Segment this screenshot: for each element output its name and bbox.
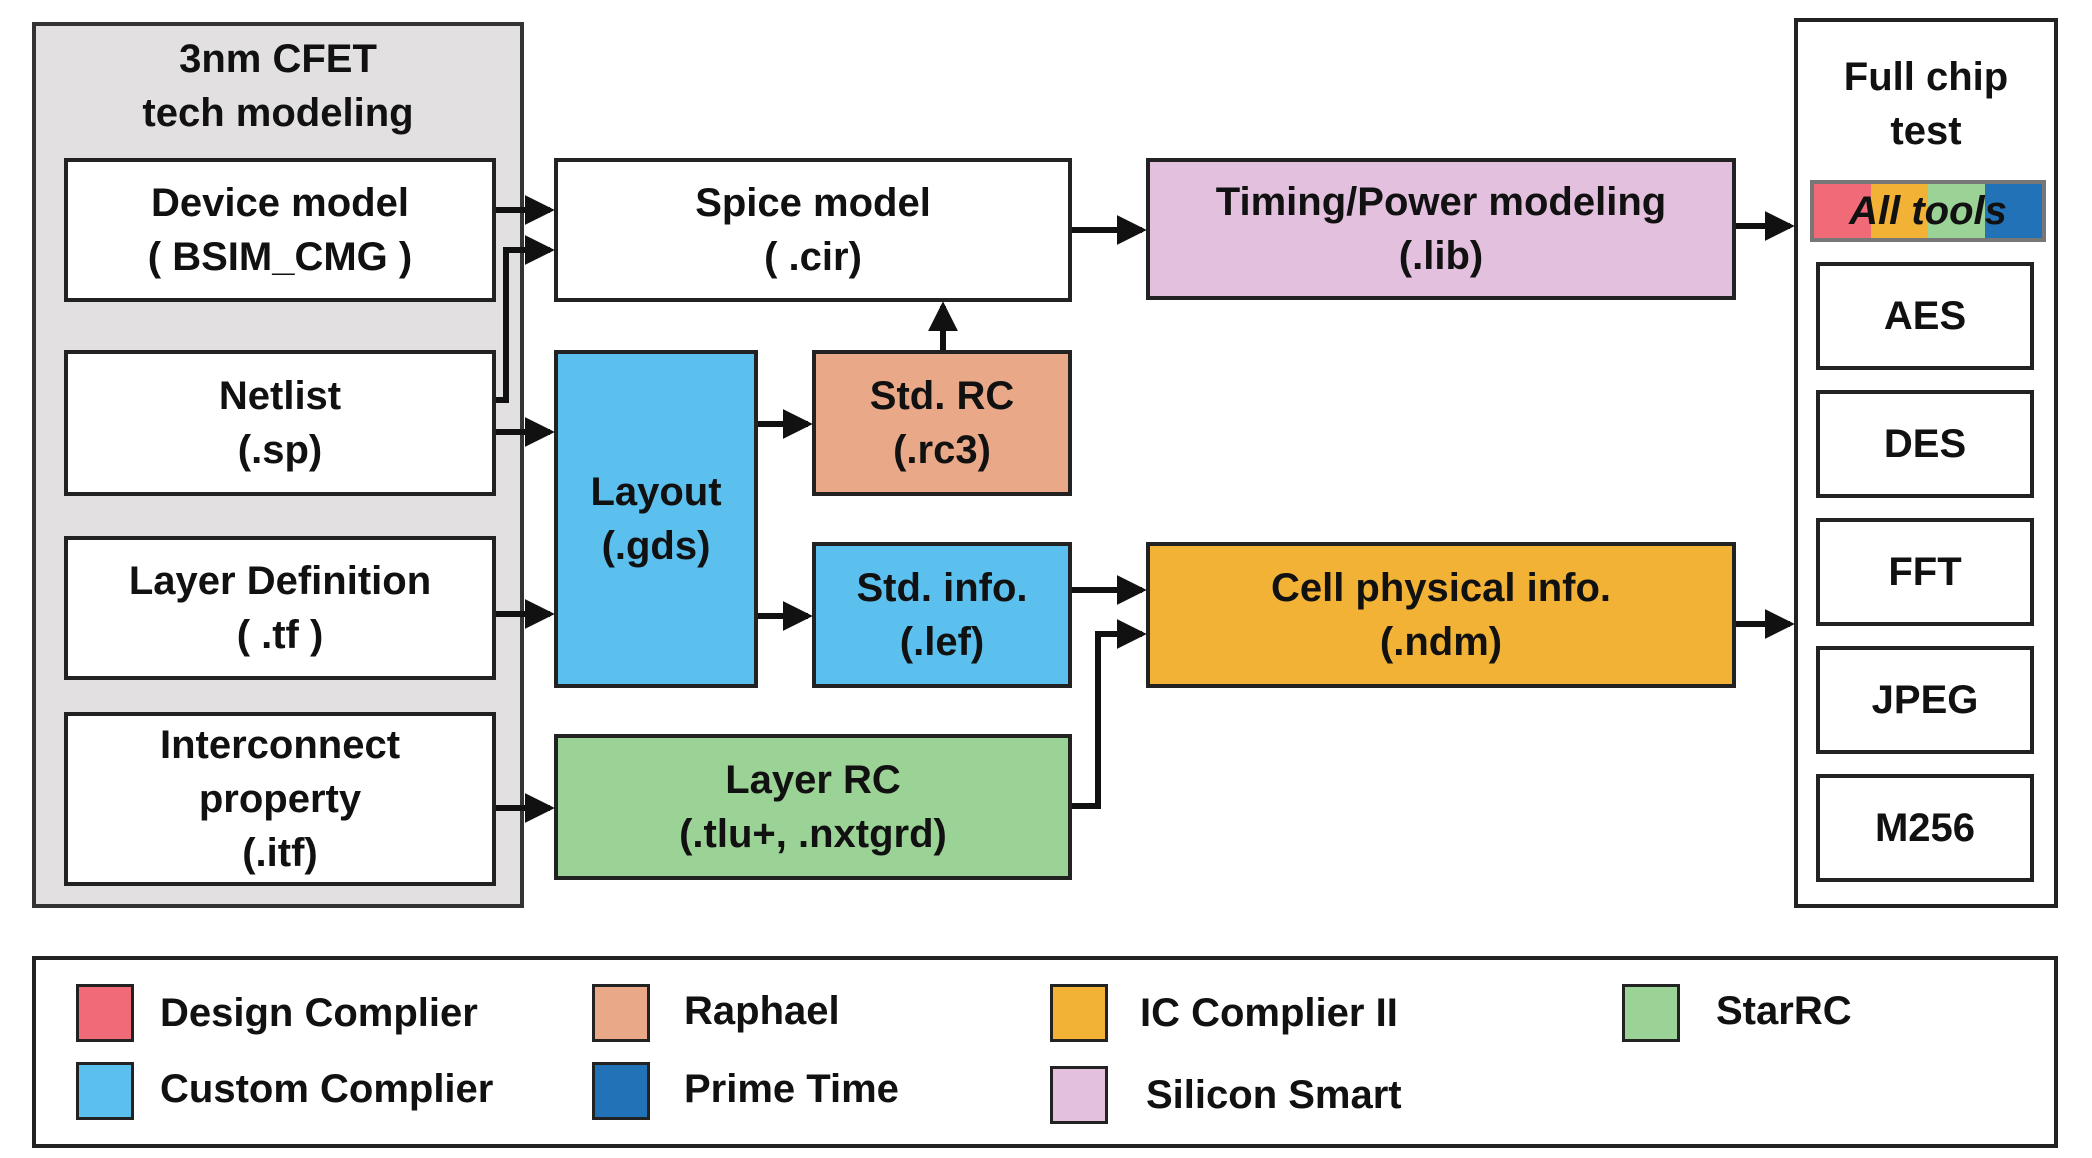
layer-definition-label: Layer Definition [128,559,432,603]
tech-modeling-title-line2: tech modeling [142,91,414,135]
legend-swatch-ic-compiler [1050,984,1108,1042]
spice-model-box: Spice model ( .cir) [554,158,1072,302]
device-model-label: Device model [151,181,409,225]
all-tools-color-2 [1871,184,1928,238]
legend-panel [32,956,2058,1148]
legend-swatch-raphael [592,984,650,1042]
interconnect-label-line2: property [198,777,362,821]
interconnect-format: (.itf) [242,831,318,875]
all-tools-color-1 [1814,184,1871,238]
legend-swatch-custom-compiler [76,1062,134,1120]
all-tools-color-3 [1928,184,1985,238]
layer-definition-format: ( .tf ) [236,613,324,657]
netlist-format: (.sp) [237,428,323,472]
legend-label-custom-compiler: Custom Complier [160,1067,494,1111]
legend-swatch-prime-time [592,1062,650,1120]
layer-rc-format: (.tlu+, .nxtgrd) [679,812,947,856]
layer-rc-box: Layer RC (.tlu+, .nxtgrd) [554,734,1072,880]
benchmark-aes: AES [1816,262,2034,370]
legend-label-prime-time: Prime Time [684,1067,899,1111]
device-model-format: ( BSIM_CMG ) [147,235,413,279]
std-info-box: Std. info. (.lef) [812,542,1072,688]
interconnect-label-line1: Interconnect [159,723,401,767]
cell-physical-format: (.ndm) [1379,620,1503,664]
legend-label-ic-compiler: IC Complier II [1140,991,1398,1035]
benchmark-des: DES [1816,390,2034,498]
tech-modeling-title: 3nm CFET tech modeling [32,32,524,140]
full-chip-title-line1: Full chip [1843,55,2009,99]
arrow-netlist-to-spice [496,235,555,403]
benchmark-jpeg-label: JPEG [1871,678,1979,722]
all-tools-color-4 [1985,184,2042,238]
timing-power-label: Timing/Power modeling [1215,180,1667,224]
legend-swatch-design-compiler [76,984,134,1042]
legend-label-design-compiler: Design Complier [160,991,478,1035]
full-chip-title-line2: test [1890,109,1962,153]
tech-modeling-title-line1: 3nm CFET [179,37,377,81]
all-tools-label: All tools [1849,189,2007,233]
benchmark-aes-label: AES [1883,294,1967,338]
legend-swatch-starrc [1622,984,1680,1042]
all-tools-swatch [1810,180,2046,242]
legend-label-silicon-smart: Silicon Smart [1146,1073,1402,1117]
device-model-box: Device model ( BSIM_CMG ) [64,158,496,302]
std-rc-format: (.rc3) [893,428,991,472]
benchmark-des-label: DES [1883,422,1967,466]
legend-label-starrc: StarRC [1716,989,1852,1033]
benchmark-m256: M256 [1816,774,2034,882]
benchmark-fft: FFT [1816,518,2034,626]
netlist-label: Netlist [218,374,342,418]
benchmark-fft-label: FFT [1888,550,1962,594]
benchmark-jpeg: JPEG [1816,646,2034,754]
arrow-layerrc-to-cell [1072,619,1147,809]
layer-definition-box: Layer Definition ( .tf ) [64,536,496,680]
cell-physical-box: Cell physical info. (.ndm) [1146,542,1736,688]
std-rc-label: Std. RC [869,374,1015,418]
benchmark-m256-label: M256 [1874,806,1976,850]
std-info-format: (.lef) [899,620,985,664]
std-info-label: Std. info. [856,566,1028,610]
timing-power-box: Timing/Power modeling (.lib) [1146,158,1736,300]
spice-model-label: Spice model [695,181,931,225]
spice-model-format: ( .cir) [764,235,862,279]
std-rc-box: Std. RC (.rc3) [812,350,1072,496]
cell-physical-label: Cell physical info. [1270,566,1612,610]
timing-power-format: (.lib) [1398,234,1484,278]
interconnect-property-box: Interconnect property (.itf) [64,712,496,886]
layout-format: (.gds) [601,524,711,568]
layout-label: Layout [590,470,722,514]
layer-rc-label: Layer RC [725,758,901,802]
layout-box: Layout (.gds) [554,350,758,688]
legend-label-raphael: Raphael [684,989,840,1033]
full-chip-title: Full chip test [1794,50,2058,158]
legend-swatch-silicon-smart [1050,1066,1108,1124]
netlist-box: Netlist (.sp) [64,350,496,496]
